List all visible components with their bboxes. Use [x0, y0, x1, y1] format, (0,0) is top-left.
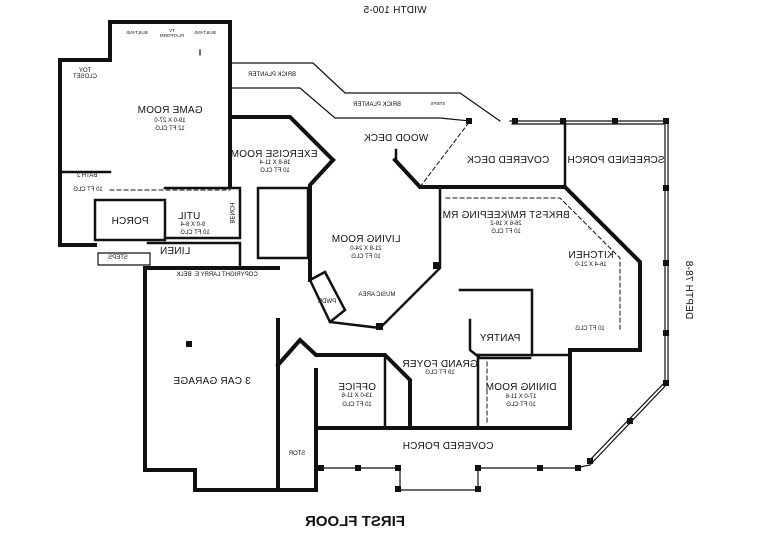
covered-porch-label: COVERED PORCH [402, 441, 494, 452]
brick-planter-label: BRICK PLANTER [248, 72, 296, 78]
grand-foyer-name: GRAND FOYER [402, 359, 478, 370]
brick-planter-label: BRICK PLANTER [353, 102, 401, 108]
built-ins-label: BUILT-INS [126, 30, 148, 35]
porch-rails [97, 49, 669, 491]
keeping-room-size: 26-6 X 16-2 [490, 221, 522, 227]
kitchen-size: 16-4 X 21-0 [575, 262, 607, 268]
game-room-size: 19-0 X 27-0 [154, 118, 186, 124]
util-ceiling: 10 FT CLG [180, 230, 210, 236]
bench-label: BENCH [228, 202, 234, 224]
game-room-ceiling: 12 FT CLG [155, 126, 185, 132]
storage-label: STOR [288, 451, 306, 457]
grand-foyer-ceiling: 19 FT CLG [425, 370, 455, 376]
interior-walls [58, 119, 572, 430]
deck-steps-label: STEPS [430, 101, 446, 106]
living-room-name: LIVING ROOM [331, 234, 401, 245]
dining-room-ceiling: 10 FT CLG [506, 402, 536, 408]
living-room-size: 21-8 X 24-0 [350, 246, 382, 252]
living-room-ceiling: 10 FT CLG [351, 254, 381, 260]
exercise-room-ceiling: 10 FT CLG [260, 168, 290, 174]
bath-2-ceiling: 10 FT CLG [73, 187, 103, 193]
screened-porch-label: SCREENED PORCH [567, 155, 665, 166]
util-name: UTIL [177, 211, 201, 222]
keeping-room-ceiling: 10 FT CLG [491, 229, 521, 235]
tv-platform-label: TV PLATFORM [159, 28, 184, 38]
built-ins-label: BUILT-INS [194, 30, 216, 35]
toy-closet-label: TOY CLOSET [73, 68, 98, 80]
linen-label: LINEN [159, 246, 191, 257]
exercise-room-size: 16-8 X 11-4 [259, 160, 291, 166]
porch-posts [186, 118, 669, 492]
depth-dimension: DEPTH 78-8 [683, 260, 694, 320]
keeping-room-name: BRKFST RM/KEEPING RM [442, 210, 570, 221]
exercise-room-name: EXERCISE ROOM [230, 149, 318, 160]
bath-2-name: BATH 2 [76, 173, 98, 179]
wood-deck-label: WOOD DECK [363, 133, 429, 144]
game-room-name: GAME ROOM [137, 105, 203, 116]
width-dimension: WIDTH 100-5 [363, 5, 427, 16]
dining-room-name: DINING ROOM [485, 382, 557, 393]
dashed-lines [109, 120, 621, 426]
dining-room-size: 17-0 X 11-6 [505, 394, 537, 400]
office-name: OFFICE [338, 382, 376, 393]
porch-label: PORCH [111, 216, 149, 227]
kitchen-ceiling: 10 FT CLG [575, 326, 605, 332]
powder-room-label: PWDR [317, 299, 337, 305]
music-area-label: MUSIC AREA [358, 292, 396, 298]
covered-deck-label: COVERED DECK [466, 155, 550, 166]
office-ceiling: 10 FT CLG [342, 402, 372, 408]
copyright-notice: COPYRIGHT LARRY E. BELK [176, 272, 258, 278]
side-steps-label: STEPS [108, 255, 128, 261]
garage-label: 3 CAR GARAGE [173, 376, 251, 387]
kitchen-name: KITCHEN [568, 250, 614, 261]
office-size: 13-0 X 11-6 [341, 393, 373, 399]
pantry-label: PANTRY [479, 333, 521, 344]
util-size: 9-0 X 8-4 [180, 222, 206, 228]
floor-title: FIRST FLOOR [305, 513, 405, 530]
